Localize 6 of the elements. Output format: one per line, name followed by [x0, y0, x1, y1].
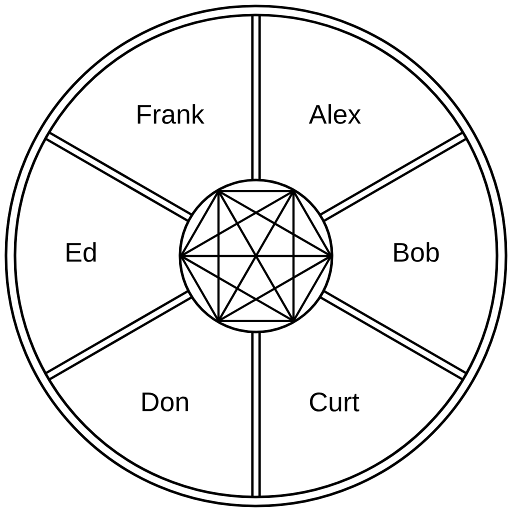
name-label: Don — [142, 392, 188, 412]
name-label: Ed — [66, 242, 96, 262]
name-label: Frank — [138, 104, 204, 124]
name-label: Bob — [394, 242, 439, 262]
name-label: Alex — [308, 104, 361, 124]
name-label: Curt — [310, 392, 360, 412]
